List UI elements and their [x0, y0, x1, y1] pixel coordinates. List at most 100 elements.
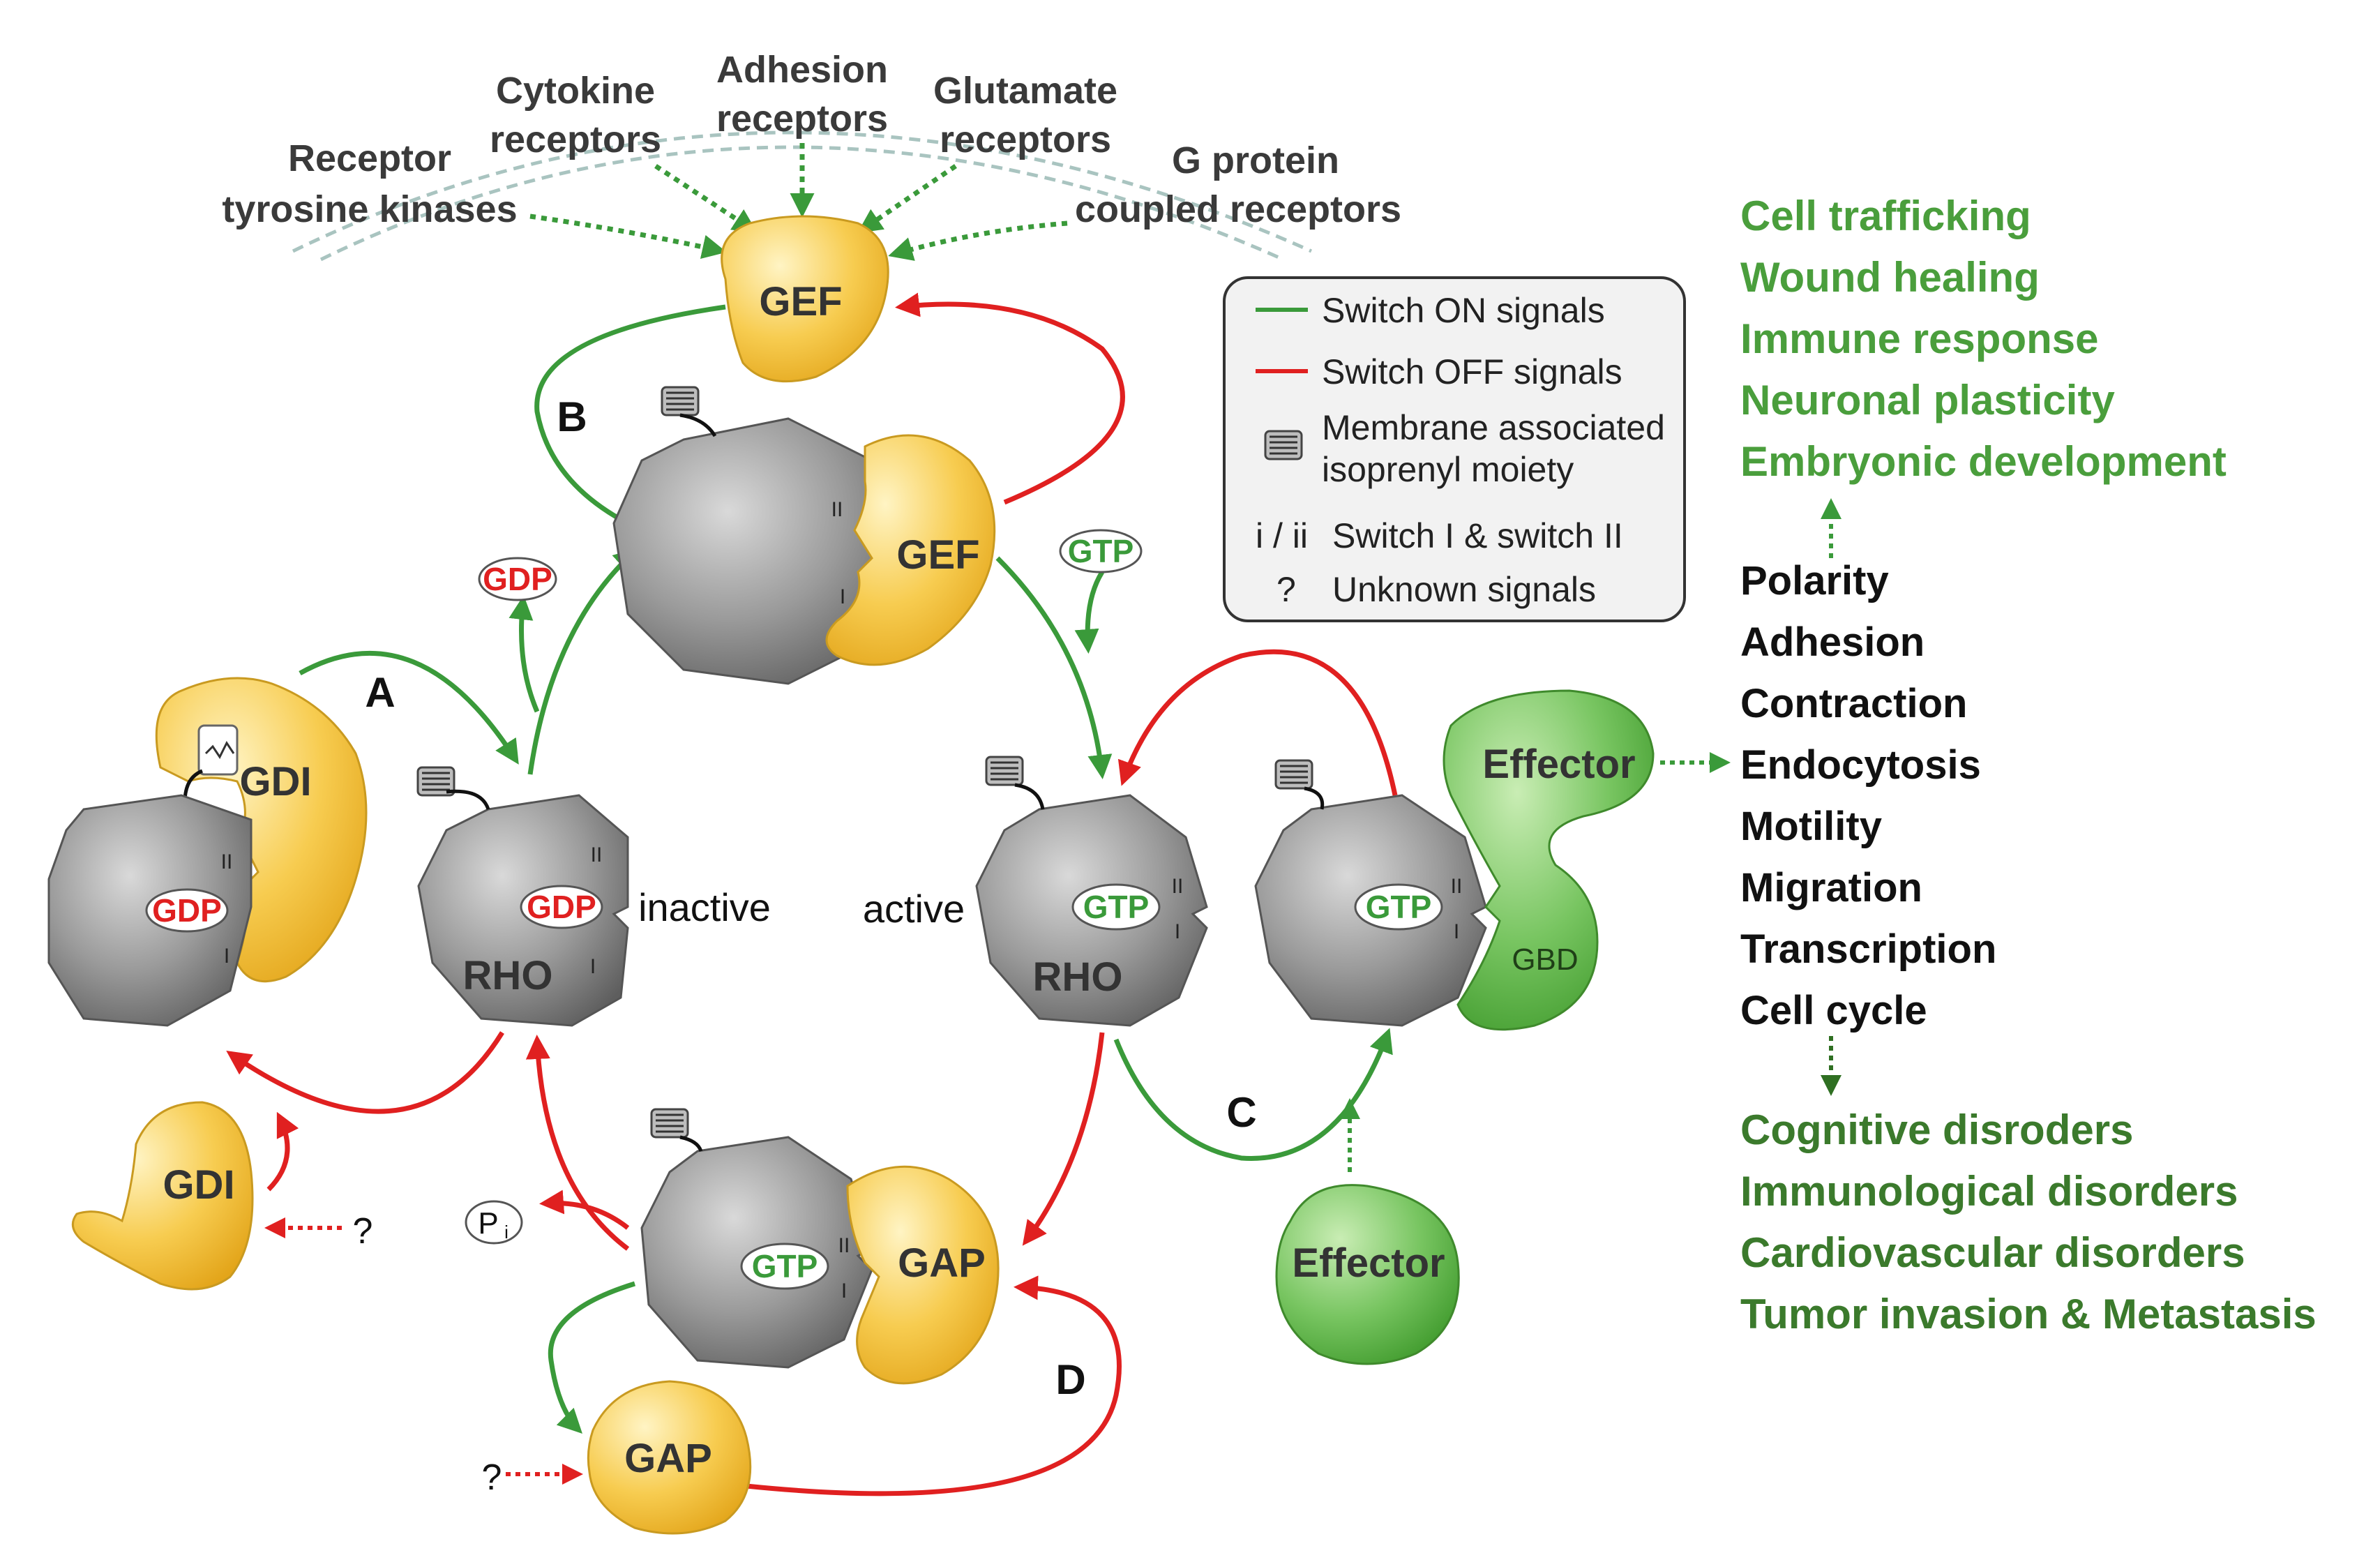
effector-switch-two: II	[1451, 875, 1463, 898]
gdi-gdp-label: GDP	[152, 892, 222, 929]
effector-free-label: Effector	[1292, 1240, 1445, 1286]
rho-inactive-switch-two: II	[591, 843, 603, 866]
arrow-active-to-gap	[1022, 1032, 1105, 1246]
receptor-rtk-line1: Receptor	[288, 137, 451, 179]
isoprenyl-icon	[661, 386, 700, 416]
legend-off-label: Switch OFF signals	[1322, 352, 1622, 391]
legend-membrane-line2: isoprenyl moiety	[1322, 450, 1574, 489]
process-item: Migration	[1740, 865, 1922, 910]
effector-bound-blob	[1443, 689, 1655, 1031]
gef-free-label: GEF	[759, 279, 842, 324]
gef-free-blob	[721, 215, 889, 383]
rho-gdi-complex: GDI II I GDP	[47, 677, 368, 1027]
outcome-item: Wound healing	[1740, 254, 2040, 301]
state-active-label: active	[863, 887, 965, 931]
arrow-complex-to-active	[995, 556, 1113, 779]
disorder-item: Cardiovascular disorders	[1740, 1229, 2245, 1276]
isoprenyl-icon-active	[985, 756, 1024, 786]
disorder-item: Tumor invasion & Metastasis	[1740, 1291, 2317, 1337]
rho-active-switch-one: I	[1175, 920, 1180, 943]
gtp-incoming-label: GTP	[1068, 533, 1134, 569]
rho-active-gtp-label: GTP	[1083, 889, 1150, 925]
arrow-d-free-gap-to-complex	[746, 1275, 1122, 1496]
rho-inactive: GDP RHO II I	[416, 766, 629, 1027]
arrow-gdp-release	[509, 595, 540, 713]
arrow-rtk-to-gef	[529, 213, 727, 260]
arrow-gap-complex-to-free-gap	[548, 1281, 636, 1434]
rho-gef-complex: GEF II I	[612, 386, 996, 685]
membrane-arc-inner	[319, 145, 1285, 262]
arrow-inactive-to-complex	[527, 548, 639, 775]
processes-list: Polarity Adhesion Contraction Endocytosi…	[1740, 558, 1996, 1033]
arrow-complex-release-gef	[895, 292, 1125, 505]
legend-isoprenyl-icon	[1264, 430, 1303, 460]
disorder-item: Cognitive disroders	[1740, 1106, 2133, 1153]
receptor-gpcr-line1: G protein	[1172, 140, 1339, 181]
effector-switch-one: I	[1454, 920, 1459, 943]
gdi-gdp-bubble	[145, 888, 229, 933]
gtp-incoming-bubble	[1059, 529, 1143, 573]
cycle-letter-c: C	[1226, 1089, 1256, 1136]
effector-gtp-label: GTP	[1366, 889, 1432, 925]
outcomes-list: Cell trafficking Wound healing Immune re…	[1740, 193, 2227, 485]
gap-free-blob	[587, 1380, 752, 1535]
outcome-item: Cell trafficking	[1740, 193, 2031, 239]
gap-bound-blob	[846, 1165, 1000, 1385]
rho-active-label: RHO	[1033, 954, 1123, 1000]
outcome-item: Embryonic development	[1740, 438, 2227, 485]
outcome-item: Neuronal plasticity	[1740, 377, 2115, 423]
process-item: Motility	[1740, 804, 1882, 849]
process-item: Transcription	[1740, 926, 1996, 972]
arrow-a-gdi-to-inactive	[299, 650, 519, 765]
rho-active-gtp-bubble	[1071, 883, 1161, 931]
receptor-cytokine-line2: receptors	[490, 119, 661, 160]
process-item: Polarity	[1740, 558, 1889, 603]
gdp-released-bubble	[478, 557, 557, 601]
arrow-gap-to-inactive	[525, 1035, 630, 1251]
gdi-bound-label: GDI	[239, 759, 311, 804]
gef-bound-blob	[825, 434, 996, 666]
legend-box: Switch ON signals Switch OFF signals Mem…	[1223, 276, 1686, 622]
arrow-gpcr-to-gef	[888, 220, 1068, 261]
legend-membrane-line1: Membrane associated	[1322, 408, 1665, 447]
rho-inactive-switch-one: I	[590, 955, 596, 978]
arrow-gdi-free-up	[266, 1111, 299, 1192]
switch-two-mark: II	[831, 498, 843, 521]
disorder-item: Immunological disorders	[1740, 1168, 2238, 1215]
rho-gap-complex: GAP GTP II I	[640, 1108, 1000, 1385]
cycle-letter-a: A	[365, 669, 395, 716]
effector-gtp-bubble	[1354, 883, 1443, 931]
process-item: Contraction	[1740, 681, 1967, 726]
cycle-letter-d: D	[1055, 1356, 1085, 1403]
arrow-effector-release	[1117, 649, 1398, 796]
receptor-glutamate-line1: Glutamate	[933, 70, 1117, 112]
state-inactive-label: inactive	[638, 885, 771, 929]
gdi-lipid-pocket	[197, 724, 239, 776]
arrow-pi-release	[539, 1189, 630, 1230]
gap-gtp-bubble	[740, 1243, 829, 1290]
unknown-mark-gdi: ?	[353, 1211, 373, 1252]
disorders-list: Cognitive disroders Immunological disord…	[1740, 1106, 2317, 1337]
legend-on-label: Switch ON signals	[1322, 291, 1605, 330]
arrow-glutamate-to-gef	[857, 164, 957, 233]
pi-bubble	[465, 1200, 523, 1245]
legend-unknown-text: Unknown signals	[1332, 570, 1596, 609]
pi-sub-label: i	[504, 1222, 509, 1243]
arrow-gtp-loading	[1074, 571, 1104, 654]
pi-main-label: P	[478, 1206, 498, 1240]
rho-inactive-label: RHO	[463, 953, 553, 998]
gdp-released-label: GDP	[483, 561, 552, 597]
gbd-label: GBD	[1512, 943, 1578, 977]
arrow-cytokine-to-gef	[654, 164, 758, 233]
rho-active: GTP RHO II I	[975, 756, 1208, 1027]
legend-switch-text: Switch I & switch II	[1332, 516, 1623, 555]
rho-inactive-gdp-label: GDP	[527, 889, 596, 925]
gdi-switch-one-mark: I	[224, 945, 229, 968]
isoprenyl-icon-effector	[1274, 759, 1313, 790]
arrow-b-gef-to-complex	[534, 304, 726, 534]
receptor-glutamate-line2: receptors	[940, 119, 1111, 160]
effector-bound-label: Effector	[1482, 742, 1635, 787]
gdi-free-label: GDI	[163, 1162, 234, 1208]
isoprenyl-icon-gap	[650, 1108, 689, 1139]
